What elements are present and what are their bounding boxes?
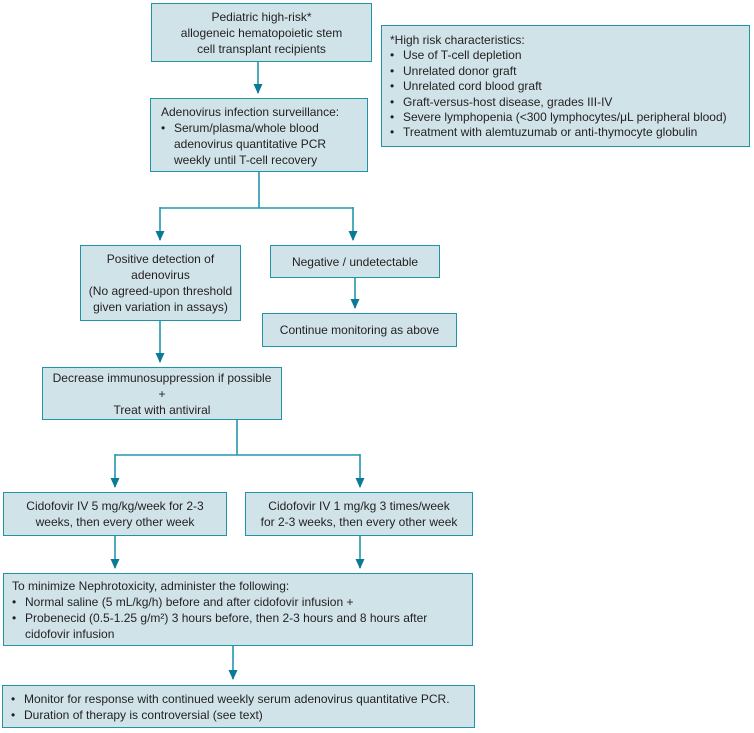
- bullet-icon: •: [390, 94, 395, 109]
- high-risk-bullet-text: Graft-versus-host disease, grades III-IV: [403, 94, 613, 109]
- high-risk-bullet: • Unrelated cord blood graft: [390, 79, 745, 94]
- high-risk-bullet-text: Treatment with alemtuzumab or anti-thymo…: [403, 125, 698, 140]
- negative-text: Negative / undetectable: [291, 254, 419, 269]
- high-risk-bullet: • Treatment with alemtuzumab or anti-thym…: [390, 125, 745, 140]
- nephrotoxicity-title: To minimize Nephrotoxicity, administer t…: [12, 579, 290, 593]
- positive-line4: given variation in assays): [93, 300, 228, 314]
- positive-line3: (No agreed-upon threshold: [88, 284, 233, 298]
- high-risk-bullet: • Use of T-cell depletion: [390, 48, 745, 63]
- bullet-icon: •: [11, 692, 16, 706]
- bullet-icon: •: [12, 595, 17, 609]
- connector-decrease-split: [115, 420, 360, 456]
- positive-line1: Positive detection of: [106, 252, 215, 266]
- monitor-bullet: • Duration of therapy is controversial (s…: [11, 707, 470, 723]
- positive-line2: adenovirus: [131, 268, 190, 282]
- high-risk-bullet: • Unrelated donor graft: [390, 64, 745, 79]
- surveillance-bullet: • Serum/plasma/whole blood adenovirus qua…: [161, 120, 363, 168]
- box-positive-detection: Positive detection of adenovirus (No agr…: [80, 245, 241, 321]
- monitor-bullet-text: Monitor for response with continued week…: [24, 692, 450, 706]
- connector-surveillance-split: [160, 172, 353, 209]
- bullet-icon: •: [390, 79, 395, 94]
- cidofovir-3x-line2: for 2-3 weeks, then every other week: [260, 515, 458, 529]
- box-surveillance: Adenovirus infection surveillance: • Seru…: [150, 98, 368, 172]
- surveillance-title: Adenovirus infection surveillance:: [161, 105, 340, 119]
- box-cidofovir-3x-week: Cidofovir IV 1 mg/kg 3 times/week for 2-…: [245, 492, 473, 536]
- nephrotoxicity-bullet-text: Normal saline (5 mL/kg/h) before and aft…: [25, 595, 354, 609]
- high-risk-bullet-text: Unrelated donor graft: [403, 63, 517, 78]
- high-risk-bullet-text: Severe lymphopenia (<300 lymphocytes/μL …: [403, 110, 727, 125]
- bullet-icon: •: [390, 110, 395, 125]
- surveillance-bullet-text: Serum/plasma/whole blood adenovirus quan…: [174, 121, 327, 167]
- nephrotoxicity-bullet-text: Probenecid (0.5-1.25 g/m²) 3 hours befor…: [25, 611, 428, 641]
- cidofovir-weekly-line2: weeks, then every other week: [35, 515, 195, 529]
- decrease-line2: +: [158, 386, 166, 401]
- nephrotoxicity-bullet: • Probenecid (0.5-1.25 g/m²) 3 hours befo…: [12, 610, 468, 642]
- bullet-icon: •: [390, 48, 395, 63]
- bullet-icon: •: [12, 611, 17, 625]
- monitor-bullet: • Monitor for response with continued wee…: [11, 691, 470, 707]
- high-risk-title: *High risk characteristics:: [390, 33, 525, 47]
- decrease-line1: Decrease immunosuppression if possible: [52, 370, 272, 385]
- bullet-icon: •: [390, 125, 395, 140]
- box-high-risk-characteristics: *High risk characteristics: • Use of T-ce…: [381, 25, 750, 147]
- box-continue-monitoring: Continue monitoring as above: [262, 313, 457, 347]
- monitor-bullet-text: Duration of therapy is controversial (se…: [24, 708, 263, 722]
- box-cidofovir-weekly: Cidofovir IV 5 mg/kg/week for 2-3 weeks,…: [3, 492, 227, 536]
- bullet-icon: •: [390, 63, 395, 78]
- high-risk-bullet-text: Unrelated cord blood graft: [403, 79, 542, 94]
- box-monitor-response: • Monitor for response with continued wee…: [2, 685, 475, 728]
- bullet-icon: •: [161, 121, 166, 135]
- box-patients-line3: cell transplant recipients: [197, 41, 326, 56]
- bullet-icon: •: [11, 708, 16, 722]
- high-risk-bullet-text: Use of T-cell depletion: [403, 48, 522, 63]
- cidofovir-3x-line1: Cidofovir IV 1 mg/kg 3 times/week: [268, 499, 450, 513]
- cidofovir-weekly-line1: Cidofovir IV 5 mg/kg/week for 2-3: [26, 499, 204, 513]
- nephrotoxicity-bullet: • Normal saline (5 mL/kg/h) before and af…: [12, 594, 468, 610]
- continue-monitoring-text: Continue monitoring as above: [279, 323, 440, 337]
- high-risk-bullet: • Severe lymphopenia (<300 lymphocytes/μL…: [390, 110, 745, 125]
- box-nephrotoxicity: To minimize Nephrotoxicity, administer t…: [3, 573, 473, 646]
- box-decrease-immunosuppression: Decrease immunosuppression if possible +…: [42, 367, 282, 420]
- high-risk-bullet: • Graft-versus-host disease, grades III-I…: [390, 95, 745, 110]
- box-negative: Negative / undetectable: [270, 245, 440, 278]
- decrease-line3: Treat with antiviral: [113, 402, 211, 417]
- box-patients: Pediatric high-risk* allogeneic hematopo…: [151, 3, 372, 62]
- box-patients-line1: Pediatric high-risk*: [211, 9, 312, 24]
- box-patients-line2: allogeneic hematopoietic stem: [180, 25, 343, 40]
